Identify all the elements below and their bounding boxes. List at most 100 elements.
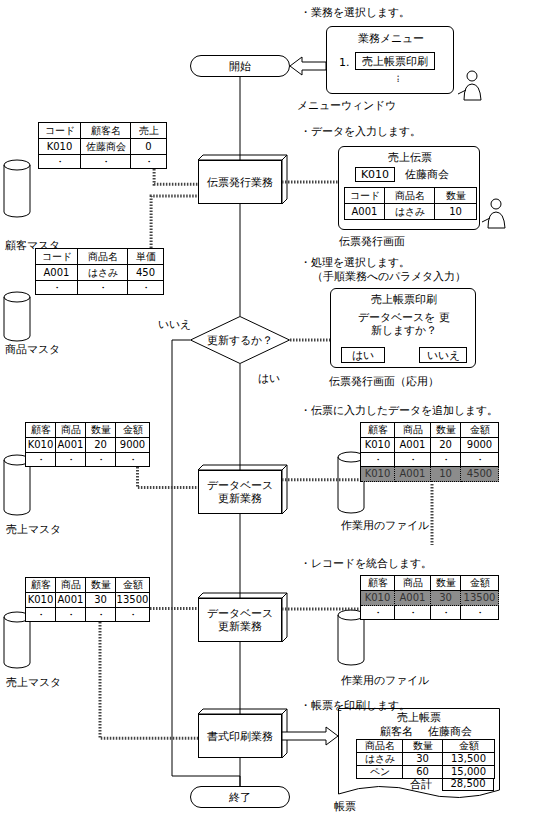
table-cell: K010 [361, 591, 395, 606]
process-box: 書式印刷業務 [198, 714, 282, 758]
node-text: データベース 更新業務 [202, 607, 278, 633]
table-cell: はさみ [385, 204, 435, 220]
database-cylinder [4, 292, 30, 341]
cell-text: ・ [128, 454, 138, 466]
button-box: K010 [355, 167, 395, 182]
cell-text: ペン [370, 766, 390, 778]
cell-text: ・ [475, 607, 485, 619]
note-text: ・業務を選択します。 [300, 6, 410, 19]
cell-text: ・ [98, 282, 108, 294]
box-top-face [198, 465, 287, 470]
hollow-arrow [290, 57, 326, 75]
box-top-face [198, 155, 287, 160]
table-cell: 顧客 [26, 578, 56, 593]
cell-text: K010 [28, 439, 54, 451]
document-shape-outline [339, 709, 500, 798]
cell-text: K010 [365, 468, 391, 480]
dotted-link [282, 478, 360, 481]
table-cell: 450 [128, 265, 164, 281]
table-cell: 商品名 [385, 188, 435, 204]
dotted-link [282, 181, 338, 184]
cell-text: 9000 [120, 439, 145, 451]
table-cell: 60 [403, 766, 443, 779]
table-cell: 数量 [86, 423, 116, 438]
edge-label: はい [258, 372, 280, 385]
table-cell: ・ [86, 453, 116, 467]
note-text: ・処理を選択します。 [300, 256, 410, 269]
cell-text: 10 [439, 468, 452, 480]
note-text: ・データを入力します。 [300, 125, 421, 138]
table-cell: ・ [116, 608, 150, 622]
cell-text: A001 [58, 594, 84, 606]
cell-text: 数量 [446, 190, 466, 202]
node-text: 業務メニュー [327, 32, 455, 45]
cell-text: ・ [52, 282, 62, 294]
node-text: メニューウィンドウ [297, 99, 396, 112]
table-cell: 9000 [116, 438, 150, 453]
node-text: 1. [339, 56, 350, 69]
table-cell: ・ [461, 606, 499, 620]
node-text: 伝票発行画面 [339, 235, 405, 248]
table-cell: 商品名 [78, 249, 128, 265]
table-cell: 0 [131, 139, 167, 155]
cell-text: 4500 [467, 468, 492, 480]
cell-text: 顧客 [31, 579, 51, 591]
data-table: コード商品名単価A001はさみ450・・・商品マスタ [35, 248, 164, 295]
table-cell: 30 [86, 593, 116, 608]
node-text: 伝票発行業務 [207, 176, 273, 189]
hollow-arrow [282, 727, 338, 745]
database-cylinder [4, 160, 30, 217]
table-cell: A001 [345, 204, 385, 220]
cell-text: 数量 [91, 424, 111, 436]
table-cell: 15,000 [443, 766, 495, 779]
cell-text: ・ [66, 609, 76, 621]
caption: 売上マスタ [6, 523, 61, 536]
button-box: いいえ [419, 347, 467, 363]
cell-text: 金額 [459, 740, 479, 752]
table-cell: ・ [461, 453, 499, 467]
diamond-shape [191, 317, 290, 364]
cell-text: ・ [408, 607, 418, 619]
table-cell: ・ [128, 281, 164, 295]
table-cell: ・ [116, 453, 150, 467]
cell-text: 顧客名 [91, 125, 121, 137]
terminal: 開始 [190, 55, 290, 77]
node-text: はい [352, 349, 374, 362]
cell-text: 15,000 [451, 766, 486, 778]
cell-text: A001 [352, 206, 378, 218]
box-side-face [282, 465, 287, 514]
flow-line [240, 758, 241, 786]
data-table: 顧客商品数量金額K010A001209000・・・・売上マスタ [25, 422, 150, 467]
cell-text: 佐藤商会 [86, 141, 126, 153]
table-cell: 金額 [116, 423, 150, 438]
cell-text: ・ [441, 607, 451, 619]
node-text: 伝票発行画面（応用） [329, 375, 439, 388]
table-cell: 30 [403, 753, 443, 766]
cell-text: ・ [408, 454, 418, 466]
table-cell: 数量 [435, 188, 477, 204]
table-cell: 13500 [461, 591, 499, 606]
cell-text: コード [350, 190, 380, 202]
cell-text: 金額 [123, 579, 143, 591]
note-text: ・帳票を印刷します。 [300, 699, 410, 712]
table-cell: 数量 [431, 423, 461, 438]
table-cell: 10 [431, 467, 461, 482]
node-text: 合計 [410, 778, 432, 791]
table-cell: 売上 [131, 123, 167, 139]
cell-text: K010 [365, 592, 391, 604]
button-box: はい [341, 347, 385, 363]
table-cell: ・ [81, 155, 131, 169]
cell-text: A001 [400, 468, 426, 480]
cell-text: はさみ [365, 753, 395, 765]
person-head [467, 71, 477, 81]
dotted-link [290, 339, 330, 342]
cell-text: ・ [96, 454, 106, 466]
table-cell: ・ [36, 281, 78, 295]
table-cell: 20 [431, 438, 461, 453]
table-cell: ・ [39, 155, 81, 169]
box-top-face [198, 709, 287, 714]
cell-text: ・ [55, 156, 65, 168]
cell-text: ・ [373, 607, 383, 619]
cell-text: ・ [66, 454, 76, 466]
edge-label: いいえ [158, 318, 191, 331]
